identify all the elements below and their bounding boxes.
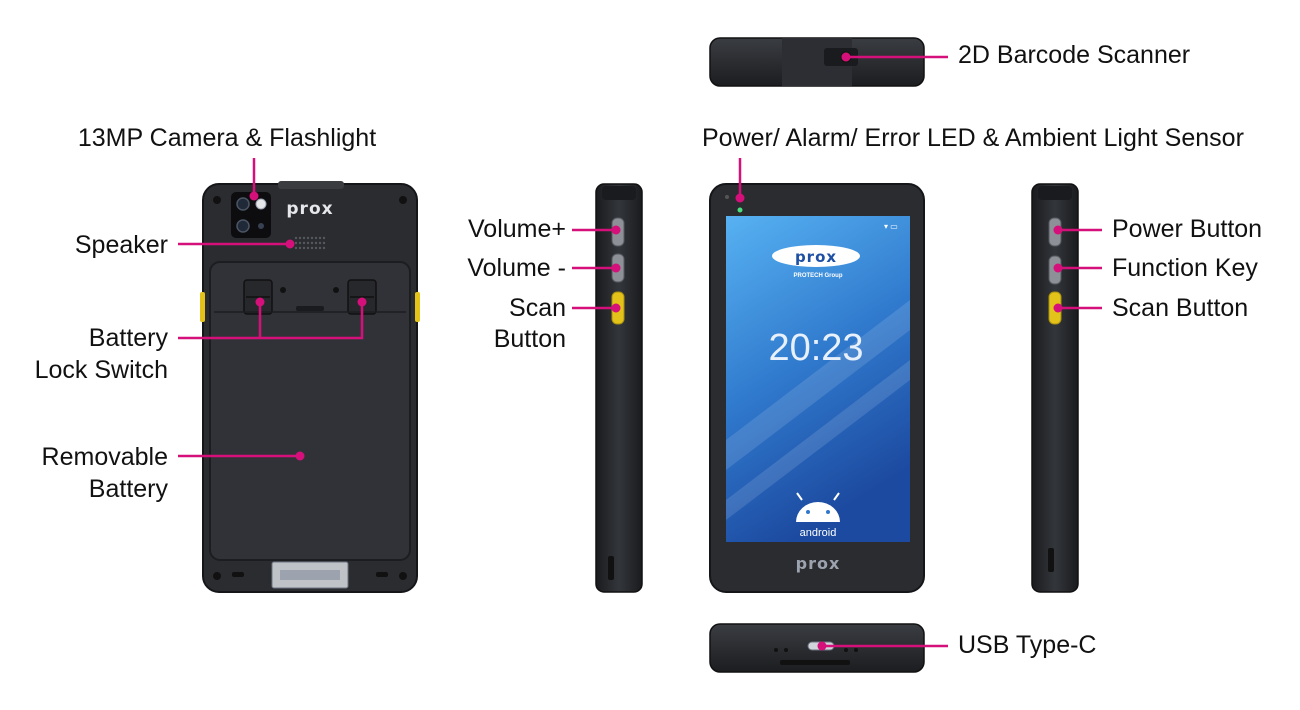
screw-icon <box>399 196 407 204</box>
camera-lens-icon <box>236 219 250 233</box>
back-logo: prox <box>286 199 333 219</box>
label-battery-lock-line1: Battery <box>88 324 168 352</box>
bottom-view <box>709 623 925 673</box>
label-usb: USB Type-C <box>958 631 1097 659</box>
screen-time: 20:23 <box>768 327 863 369</box>
screen <box>726 216 910 542</box>
screw-icon <box>280 287 286 293</box>
label-removable-line2: Battery <box>88 475 168 503</box>
scan-key-right <box>415 292 420 322</box>
scan-key-left <box>200 292 205 322</box>
label-speaker: Speaker <box>74 231 168 259</box>
label-function-key: Function Key <box>1112 254 1258 282</box>
label-volume-up: Volume+ <box>468 215 566 243</box>
light-sensor <box>725 195 729 199</box>
label-power-button: Power Button <box>1112 215 1263 243</box>
screw-icon <box>213 196 221 204</box>
label-removable-line1: Removable <box>41 443 168 471</box>
label-barcode: 2D Barcode Scanner <box>958 41 1191 69</box>
callout-battery-lock <box>178 302 364 340</box>
screen-logo-badge <box>772 245 860 267</box>
android-robot-icon <box>796 492 840 522</box>
status-icons: ▾ ▭ <box>884 222 898 231</box>
left-side-view <box>595 183 643 593</box>
screen-group: PROTECH Group <box>794 273 843 279</box>
battery-notch <box>296 306 324 311</box>
screw-icon <box>399 572 407 580</box>
front-view: ▾ ▭ prox PROTECH Group 20:23 android pro… <box>709 183 925 593</box>
label-led: Power/ Alarm/ Error LED & Ambient Light … <box>702 124 1244 152</box>
back-view: prox <box>200 181 420 593</box>
flashlight-icon <box>255 198 267 210</box>
back-top-bump <box>278 181 344 189</box>
label-camera: 13MP Camera & Flashlight <box>77 124 377 152</box>
screen-os: android <box>800 527 837 539</box>
camera-lens-icon <box>236 197 250 211</box>
callouts <box>178 55 1102 648</box>
side-body <box>1031 183 1079 593</box>
side-body <box>595 183 643 593</box>
callout-dots <box>249 52 1063 651</box>
sensor-icon <box>258 223 264 229</box>
label-scan-line2: Button <box>493 325 566 353</box>
label-volume-down: Volume - <box>467 254 566 282</box>
screw-icon <box>213 572 221 580</box>
speaker-grille-icon <box>294 236 326 250</box>
label-battery-lock-line2: Lock Switch <box>34 356 168 384</box>
front-logo: prox <box>796 554 841 573</box>
label-scan-line1: Scan <box>509 294 566 322</box>
screw-icon <box>333 287 339 293</box>
right-side-view <box>1031 183 1079 593</box>
label-scan-button: Scan Button <box>1112 294 1249 322</box>
led-indicator <box>737 207 743 213</box>
screen-logo: prox <box>795 248 837 266</box>
top-view <box>709 37 925 87</box>
